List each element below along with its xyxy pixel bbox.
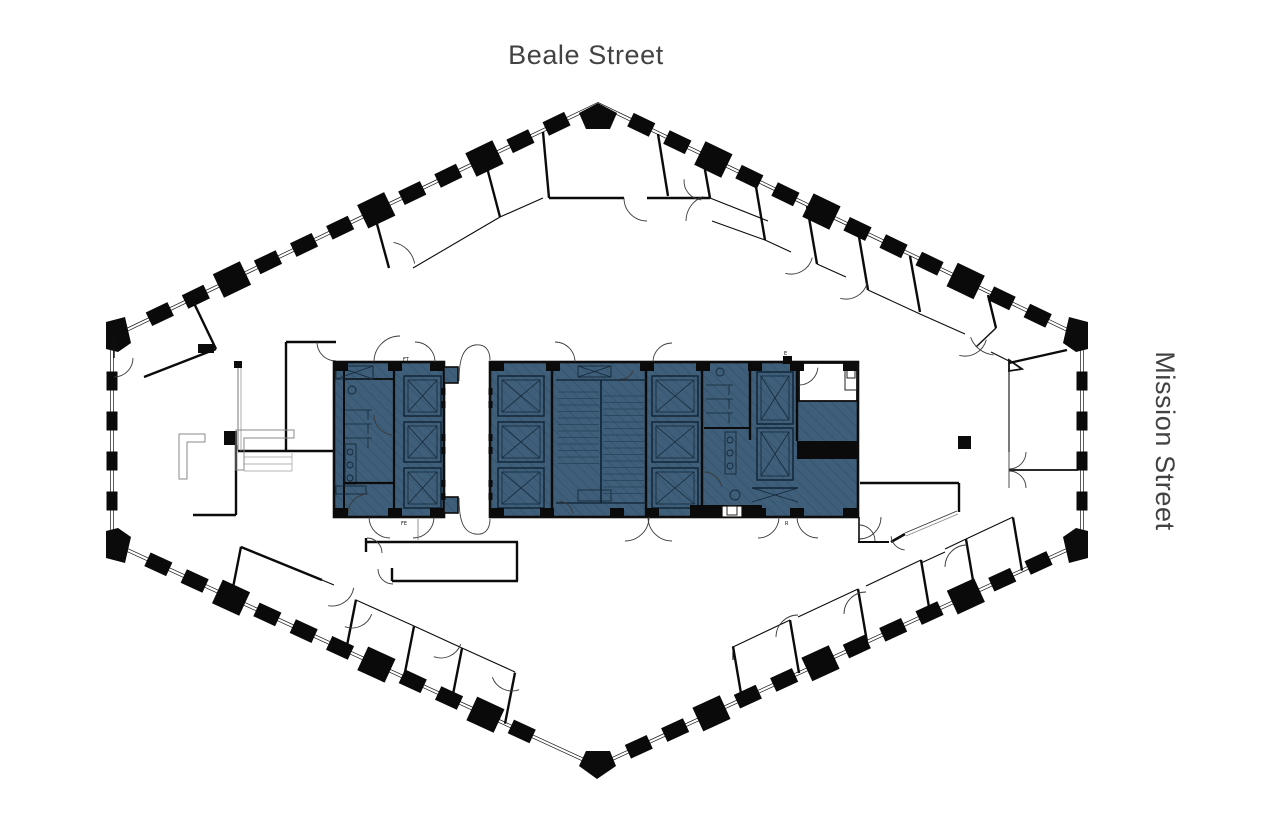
e-label: E — [784, 351, 787, 357]
perimeter-office-walls — [113, 131, 1078, 724]
ft-label: FT — [403, 357, 410, 363]
perimeter-mullions — [106, 111, 1088, 759]
fe-label: FE — [401, 521, 407, 527]
misc-marks — [417, 436, 971, 540]
corner-columns — [106, 103, 1088, 779]
lobby-area — [178, 340, 337, 517]
beale-street-label: Beale Street — [508, 40, 664, 70]
building-core — [332, 335, 882, 542]
room-right-of-core — [858, 481, 961, 551]
r-label: R — [785, 521, 789, 527]
mission-street-label: Mission Street — [1150, 351, 1180, 530]
